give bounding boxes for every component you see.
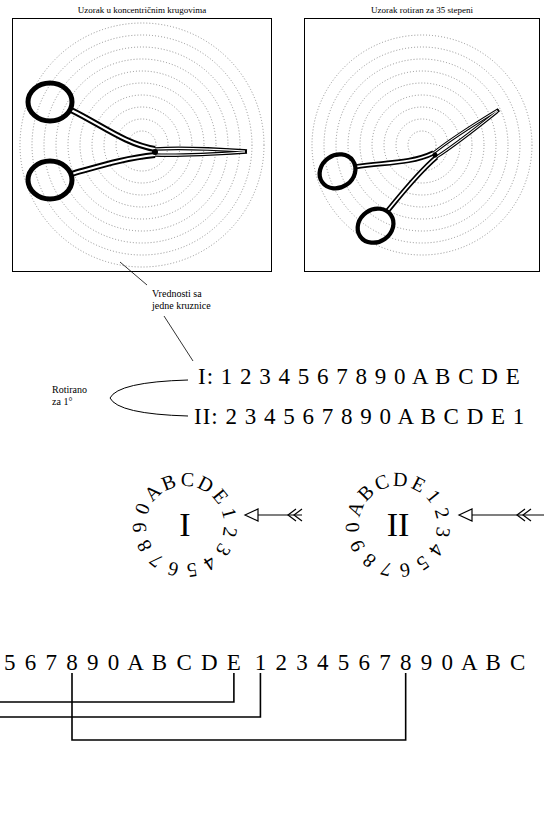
pattern-title: Uzorak rotiran za 35 stepeni	[371, 4, 473, 16]
concentric-circles	[312, 35, 532, 255]
ring-character: 5	[413, 552, 432, 574]
ring-character: E	[409, 472, 429, 495]
pointer-arrow	[517, 509, 531, 521]
ring-character: 6	[166, 558, 181, 580]
label-slot: II: 2 3 4 5 6 7 8 9 0 A B C D E 1	[194, 404, 525, 430]
ring-character: 7	[379, 558, 394, 580]
pointer-arrow	[245, 509, 258, 521]
ring-character: 9	[346, 537, 368, 555]
bracket-line	[0, 673, 406, 740]
leader-line	[164, 316, 193, 361]
ring-name: II	[387, 508, 410, 542]
ring-character: 1	[218, 506, 240, 521]
concentric-circles	[372, 95, 472, 195]
ring-character: B	[159, 470, 179, 493]
ring-character: 9	[129, 522, 149, 533]
rotation-bracket	[110, 380, 188, 416]
pattern-title: Uzorak u koncentričnim krugovima	[78, 4, 207, 16]
ring-character: 0	[131, 500, 153, 517]
concentric-circles	[360, 83, 484, 207]
ring-character: 7	[146, 550, 166, 572]
concentric-circles	[20, 23, 264, 267]
pointer-arrow	[245, 509, 302, 521]
pointer-arrow	[459, 509, 544, 521]
ring-character: 4	[200, 552, 219, 574]
ring-character: 6	[399, 560, 412, 581]
ring-character: 3	[212, 540, 234, 559]
bracket-line	[0, 673, 234, 702]
ring-character: E	[209, 485, 232, 507]
label-slot: I	[179, 508, 190, 542]
label-slot: Vrednosti sa jedne kruznice	[152, 288, 220, 311]
note-text: Rotirano za 1°	[52, 384, 94, 407]
label-slot: II	[387, 508, 410, 542]
note-text: Vrednosti sa jedne kruznice	[152, 288, 220, 311]
concentric-circles	[336, 59, 508, 231]
ring-character: 8	[359, 550, 379, 572]
ring-character: 2	[220, 526, 241, 539]
pointer-arrow	[459, 509, 472, 521]
bracket-line	[0, 673, 260, 717]
value-sequence: I: 1 2 3 4 5 6 7 8 9 0 A B C D E	[198, 364, 521, 390]
concentric-circles	[312, 35, 532, 255]
value-sequence: II: 2 3 4 5 6 7 8 9 0 A B C D E 1	[194, 404, 525, 430]
ring-character: 8	[133, 537, 155, 555]
unrolled-sequence: 1 2 3 4 5 6 7 8 9 0 A B C	[255, 650, 528, 676]
ring-character: 5	[186, 560, 199, 581]
label-slot: Rotirano za 1°	[52, 384, 94, 407]
label-slot: 1 2 3 4 5 6 7 8 9 0 A B C	[255, 650, 528, 676]
concentric-circles	[324, 47, 520, 243]
scissors-figure	[28, 83, 247, 199]
ring-character: C	[180, 469, 194, 490]
ring-character: A	[343, 498, 367, 519]
pointer-arrow	[288, 509, 302, 521]
ring-character: 1	[423, 486, 445, 506]
concentric-circles	[348, 71, 496, 219]
ring-character: 4	[425, 540, 447, 559]
pattern-frame: Uzorak u koncentričnim krugovima	[12, 18, 272, 272]
leader-line	[120, 262, 193, 361]
ring-character: 2	[431, 506, 453, 521]
concentric-circles	[20, 23, 264, 267]
ring-character: A	[140, 480, 164, 504]
label-slot: 5 6 7 8 9 0 A B C D E	[4, 650, 243, 676]
unrolled-sequence: 5 6 7 8 9 0 A B C D E	[4, 650, 243, 676]
leader-line	[120, 262, 147, 285]
scissors-figure-rotated	[313, 62, 522, 250]
ring-character: 0	[342, 522, 362, 533]
pattern-frame: Uzorak rotiran za 35 stepeni	[304, 18, 540, 272]
ring-character: D	[393, 469, 408, 490]
ring-name: I	[179, 508, 190, 542]
bracket-line	[72, 673, 406, 740]
pointer-arrow	[472, 514, 544, 515]
label-slot: I: 1 2 3 4 5 6 7 8 9 0 A B C D E	[198, 364, 521, 390]
ring-character: 3	[433, 526, 454, 539]
ring-character: C	[372, 470, 392, 493]
